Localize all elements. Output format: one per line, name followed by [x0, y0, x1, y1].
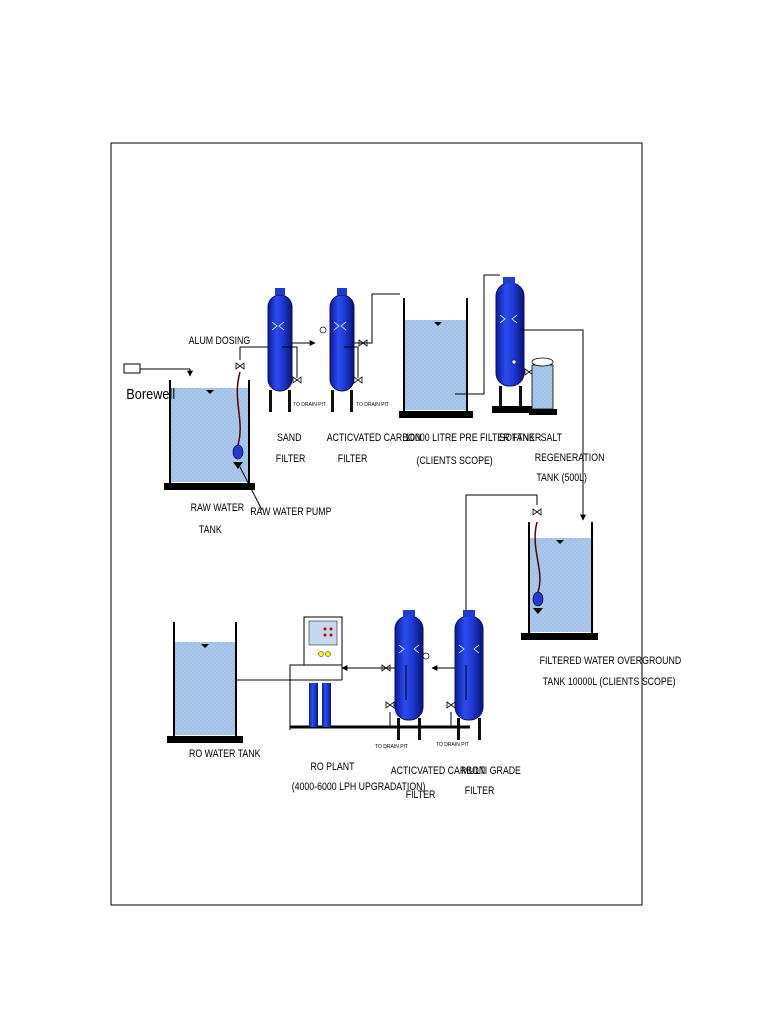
borewell-inlet [123, 363, 193, 377]
carbon-filter-bottom-label-2: FILTER [406, 789, 436, 801]
softner-label: SOFTNER [499, 432, 541, 444]
ro-plant-label-1: RO PLANT [310, 761, 354, 773]
drain-pit-label-multigrade: TO DRAIN PIT [436, 742, 469, 748]
drain-pit-label-carbon-top: TO DRAIN PIT [356, 402, 389, 408]
overground-tank [465, 494, 598, 640]
pressure-gauge-icon [422, 652, 430, 660]
alum-dosing-label: ALUM DOSING [189, 335, 251, 347]
valve-icon [235, 362, 245, 370]
drain-pit-label-sand: TO DRAIN PIT [293, 402, 326, 408]
carbon-filter-top-vessel [319, 288, 368, 412]
raw-water-pump-label: RAW WATER PUMP [250, 506, 332, 518]
raw-water-tank [164, 346, 275, 490]
sand-filter-label-1: SAND [277, 432, 301, 444]
diagram-frame [110, 142, 643, 906]
sand-filter-vessel [267, 288, 302, 412]
ro-water-tank [167, 622, 243, 743]
salt-regeneration-tank [529, 357, 557, 415]
carbon-filter-bottom-label-1: ACTICVATED CARBON [391, 765, 485, 777]
prefilter-tank-label-1: 10000 LITRE PRE FILTER TANK [405, 432, 535, 444]
carbon-filter-top-label-2: FILTER [338, 453, 368, 465]
salt-tank-label-3: TANK (500L) [536, 472, 587, 484]
overground-tank-label-2: TANK 10000L (CLIENTS SCOPE) [543, 676, 676, 688]
borewell-label: Borewell [126, 385, 175, 402]
pressure-gauge-icon [319, 326, 327, 334]
drain-pit-label-carbon-bottom: TO DRAIN PIT [375, 744, 408, 750]
prefilter-tank-label-2: (CLIENTS SCOPE) [417, 455, 493, 467]
ro-water-tank-label: RO WATER TANK [189, 748, 261, 760]
multi-grade-filter-vessel [446, 610, 484, 740]
raw-water-pump-icon [232, 371, 244, 469]
carbon-filter-top-label-1: ACTICVATED CARBON [327, 432, 421, 444]
valve-icon [446, 701, 456, 709]
carbon-filter-bottom-vessel [381, 610, 430, 740]
multi-grade-label-2: FILTER [465, 785, 495, 797]
raw-water-tank-label-2: TANK [199, 524, 222, 536]
ro-plant-unit [289, 616, 343, 730]
salt-tank-label-1: SALT [541, 432, 562, 444]
valve-icon [532, 508, 542, 516]
ro-plant-label-2: (4000-6000 LPH UPGRADATION) [292, 781, 426, 793]
softner-vessel [492, 277, 584, 520]
multi-grade-label-1: MULTI GRADE [461, 765, 521, 777]
sand-filter-label-2: FILTER [276, 453, 306, 465]
prefilter-tank [399, 274, 500, 418]
overground-tank-label-1: FILTERED WATER OVERGROUND [540, 655, 682, 667]
raw-water-tank-label-1: RAW WATER [191, 502, 244, 514]
salt-tank-label-2: REGENERATION [535, 452, 605, 464]
submersible-pump-icon [532, 591, 544, 607]
valve-icon [385, 701, 395, 709]
